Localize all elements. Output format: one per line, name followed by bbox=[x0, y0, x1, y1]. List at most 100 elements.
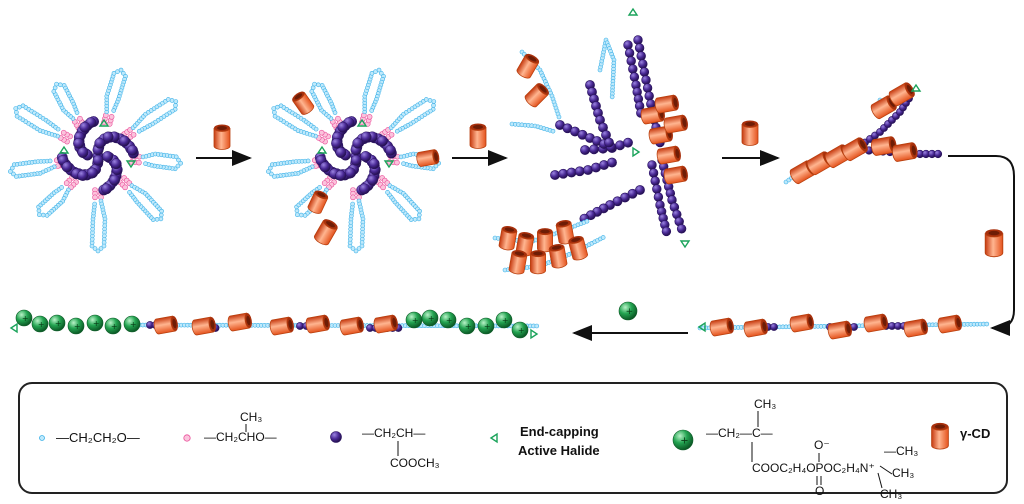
gamma-cd-ring-icon bbox=[984, 229, 1004, 258]
end-cap-halide-icon bbox=[627, 7, 639, 16]
gamma-cd-ring-icon bbox=[307, 190, 329, 214]
svg-text:+: + bbox=[38, 320, 45, 329]
svg-text:+: + bbox=[130, 320, 137, 329]
mpc-n-bond-bot bbox=[877, 472, 883, 489]
ppo-bead-icon bbox=[183, 434, 191, 442]
peo-formula-label: —CH₂CH₂O— bbox=[56, 430, 140, 445]
gamma-cd-ring-icon bbox=[469, 123, 487, 149]
end-cap-halide-icon bbox=[697, 321, 706, 333]
stage-6-mpc-capped: ++++++++++++++ bbox=[9, 309, 540, 340]
reagent-gcd-step-4 bbox=[984, 229, 1004, 258]
gamma-cd-ring-icon bbox=[568, 235, 588, 261]
gamma-cd-ring-icon bbox=[153, 315, 178, 335]
reagent-gcd-step-3 bbox=[741, 120, 759, 146]
gamma-cd-ring-icon bbox=[743, 318, 768, 338]
gamma-cd-ring-icon bbox=[789, 313, 814, 333]
svg-text:+: + bbox=[428, 314, 435, 323]
peo-bead-icon bbox=[39, 435, 45, 441]
ppo-methyl-label: CH₃ bbox=[240, 410, 263, 424]
gamma-cd-ring-icon bbox=[663, 114, 688, 134]
gamma-cd-ring-icon bbox=[213, 124, 231, 150]
ppo-chain-label: —CH₂CHO— bbox=[204, 430, 277, 444]
end-cap-halide-icon bbox=[58, 145, 70, 154]
gamma-cd-ring-icon bbox=[373, 314, 398, 334]
end-cap-halide-icon bbox=[316, 145, 328, 154]
gamma-cd-ring-icon bbox=[841, 137, 868, 162]
mpc-bead-icon: + bbox=[439, 311, 457, 329]
reagent-gcd-step-1 bbox=[213, 124, 231, 150]
svg-text:+: + bbox=[626, 307, 634, 317]
end-cap-halide-icon bbox=[356, 118, 368, 127]
reagent-gcd-step-2 bbox=[469, 123, 487, 149]
gamma-cd-ring-icon bbox=[870, 95, 897, 120]
end-cap-halide-icon bbox=[125, 160, 137, 169]
svg-text:+: + bbox=[465, 322, 472, 331]
mpc-o-double-label: O bbox=[815, 484, 825, 498]
gamma-cd-ring-icon bbox=[508, 250, 528, 275]
svg-text:+: + bbox=[484, 322, 491, 331]
mpc-bead-icon: + bbox=[672, 429, 694, 451]
gamma-cd-ring-icon bbox=[827, 320, 852, 340]
endcap-label-line2: Active Halide bbox=[518, 443, 600, 458]
mpc-bead-icon: + bbox=[31, 315, 49, 333]
mpc-bead-icon: + bbox=[67, 317, 85, 335]
gamma-cd-ring-icon bbox=[555, 220, 575, 245]
gamma-cd-ring-icon bbox=[269, 316, 294, 336]
mpc-bead-icon: + bbox=[495, 311, 513, 329]
gamma-cd-label: γ-CD bbox=[960, 426, 991, 441]
gamma-cd-ring-icon bbox=[654, 94, 679, 114]
gamma-cd-ring-icon bbox=[741, 120, 759, 146]
gamma-cd-ring-icon bbox=[871, 136, 897, 156]
gamma-cd-ring-icon bbox=[292, 91, 315, 115]
mpc-chain-label: —CH₂—C— bbox=[706, 426, 773, 440]
endcap-label-line1: End-capping bbox=[520, 424, 599, 439]
end-cap-halide-icon bbox=[530, 328, 539, 340]
end-cap-halide-icon bbox=[98, 118, 110, 127]
mpc-bead-icon: + bbox=[15, 309, 33, 327]
end-cap-halide-icon bbox=[910, 83, 922, 92]
svg-text:+: + bbox=[446, 316, 453, 325]
svg-text:+: + bbox=[412, 316, 419, 325]
legend-symbols: + bbox=[39, 411, 949, 489]
gamma-cd-ring-icon bbox=[515, 232, 535, 257]
stage-3-disassembly bbox=[492, 7, 691, 275]
gamma-cd-ring-icon bbox=[903, 318, 928, 338]
mpc-bead-icon: + bbox=[405, 311, 423, 329]
arrow-step-4-curved bbox=[948, 155, 1015, 336]
gamma-cd-ring-icon bbox=[416, 149, 440, 167]
mpc-side-chain-label: COOC₂H₄OPOC₂H₄N⁺ bbox=[752, 461, 875, 475]
pma-ester-label: COOCH₃ bbox=[390, 456, 440, 470]
mpc-bead-icon: + bbox=[458, 317, 476, 335]
svg-text:+: + bbox=[55, 319, 62, 328]
end-cap-halide-icon bbox=[632, 146, 641, 158]
gamma-cd-ring-icon bbox=[548, 244, 568, 269]
gamma-cd-ring-icon bbox=[937, 314, 962, 334]
end-cap-halide-icon bbox=[383, 160, 395, 169]
end-cap-halide-icon bbox=[679, 240, 691, 249]
mpc-bead-icon: + bbox=[48, 314, 66, 332]
reagent-mpc-step-5: + bbox=[618, 301, 638, 321]
mpc-bead-icon: + bbox=[421, 309, 439, 327]
mpc-n-bond-mid bbox=[879, 465, 893, 475]
gamma-cd-ring-icon bbox=[191, 316, 216, 336]
gamma-cd-ring-icon bbox=[313, 219, 338, 246]
gamma-cd-ring-icon bbox=[227, 312, 252, 332]
gamma-cd-ring-icon bbox=[663, 165, 688, 185]
mpc-bead-icon: + bbox=[123, 315, 141, 333]
svg-text:+: + bbox=[93, 319, 100, 328]
svg-text:+: + bbox=[680, 436, 688, 447]
mpc-bead-icon: + bbox=[86, 314, 104, 332]
stage-1-micelle bbox=[8, 67, 183, 254]
gamma-cd-ring-icon bbox=[863, 313, 888, 333]
gamma-cd-ring-icon bbox=[530, 250, 546, 275]
gamma-cd-ring-icon bbox=[709, 317, 734, 337]
mpc-bead-icon: + bbox=[618, 301, 638, 321]
mpc-nme-bot-label: CH₃ bbox=[880, 487, 903, 501]
gamma-cd-ring-icon bbox=[516, 53, 540, 79]
mpc-nme-top-label: —CH₃ bbox=[884, 444, 919, 458]
end-cap-halide-icon bbox=[9, 322, 18, 334]
svg-text:+: + bbox=[111, 322, 118, 331]
svg-text:+: + bbox=[502, 316, 509, 325]
gamma-cd-ring-icon bbox=[931, 422, 949, 450]
